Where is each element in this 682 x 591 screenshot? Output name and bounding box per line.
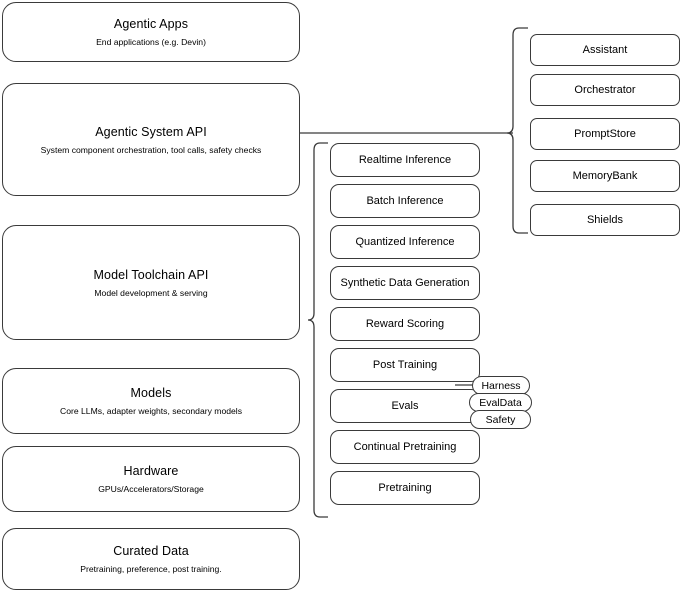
layer-model-toolchain-api[interactable]: Model Toolchain API Model development & … [2, 225, 300, 340]
toolchain-components-brace [307, 142, 328, 518]
evals-subcomponent-evaldata[interactable]: EvalData [469, 393, 532, 412]
toolchain-item-realtime-inference[interactable]: Realtime Inference [330, 143, 480, 177]
toolchain-item-post-training[interactable]: Post Training [330, 348, 480, 382]
toolchain-item-continual-pretraining[interactable]: Continual Pretraining [330, 430, 480, 464]
layer-subtitle: System component orchestration, tool cal… [40, 144, 262, 155]
system-component-promptstore[interactable]: PromptStore [530, 118, 680, 150]
layer-title: Model Toolchain API [93, 267, 209, 282]
layer-hardware[interactable]: Hardware GPUs/Accelerators/Storage [2, 446, 300, 512]
toolchain-item-pretraining[interactable]: Pretraining [330, 471, 480, 505]
layer-title: Curated Data [113, 544, 189, 558]
toolchain-item-reward-scoring[interactable]: Reward Scoring [330, 307, 480, 341]
toolchain-item-quantized-inference[interactable]: Quantized Inference [330, 225, 480, 259]
layer-models[interactable]: Models Core LLMs, adapter weights, secon… [2, 368, 300, 434]
system-component-assistant[interactable]: Assistant [530, 34, 680, 66]
layer-title: Agentic Apps [113, 17, 189, 31]
toolchain-item-evals[interactable]: Evals [330, 389, 480, 423]
layer-agentic-system-api[interactable]: Agentic System API System component orch… [2, 83, 300, 196]
layer-title: Models [130, 386, 172, 400]
toolchain-item-synthetic-data-generation[interactable]: Synthetic Data Generation [330, 266, 480, 300]
layer-subtitle: GPUs/Accelerators/Storage [98, 484, 204, 494]
system-component-memorybank[interactable]: MemoryBank [530, 160, 680, 192]
system-component-orchestrator[interactable]: Orchestrator [530, 74, 680, 106]
layer-title: Hardware [123, 464, 179, 478]
layer-curated-data[interactable]: Curated Data Pretraining, preference, po… [2, 528, 300, 590]
toolchain-item-batch-inference[interactable]: Batch Inference [330, 184, 480, 218]
layer-agentic-apps[interactable]: Agentic Apps End applications (e.g. Devi… [2, 2, 300, 62]
system-components-brace [506, 27, 528, 234]
layer-title: Agentic System API [95, 124, 207, 139]
system-component-shields[interactable]: Shields [530, 204, 680, 236]
layer-subtitle: Pretraining, preference, post training. [80, 564, 222, 574]
layer-subtitle: End applications (e.g. Devin) [96, 37, 206, 47]
evals-subcomponent-safety[interactable]: Safety [470, 410, 531, 429]
layer-subtitle: Model development & serving [94, 287, 208, 298]
layer-subtitle: Core LLMs, adapter weights, secondary mo… [60, 406, 242, 416]
